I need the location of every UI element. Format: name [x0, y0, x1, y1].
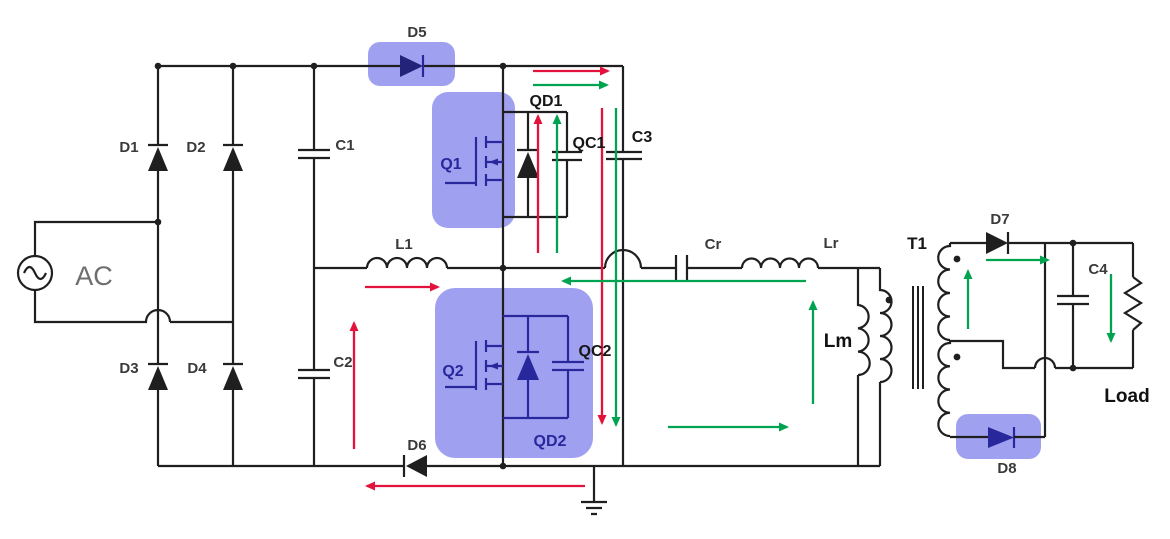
label-d1: D1: [119, 139, 138, 156]
label-d3: D3: [119, 360, 138, 377]
body-diode-qd2: [517, 316, 539, 418]
bridge-rectifier: [148, 66, 243, 466]
secondary-winding-top: [937, 241, 986, 342]
labels: AC D1 D2 D3 D4 C1 C2 L1 D5 D6 QD1 Q1 QC1…: [75, 24, 1149, 477]
label-d8: D8: [997, 460, 1016, 477]
diode-d7: [986, 232, 1133, 254]
label-qc1: QC1: [573, 135, 606, 152]
mosfet-q2: [445, 340, 503, 390]
ac-bottom-wire-with-hop: [33, 290, 233, 324]
secondary-winding-bottom: [937, 340, 988, 439]
label-d4: D4: [187, 360, 207, 377]
red-current-arrows: [349, 66, 610, 491]
junction-dots: [154, 62, 1077, 470]
diode-d5: [400, 55, 425, 77]
ground-symbol: [581, 466, 607, 516]
mosfet-q1: [445, 136, 503, 186]
label-d7: D7: [990, 211, 1009, 228]
diode-d3: [148, 362, 168, 390]
center-tap-return: [950, 339, 1133, 370]
label-ac: AC: [75, 261, 113, 291]
label-c2: C2: [333, 354, 352, 371]
label-q1: Q1: [440, 156, 461, 173]
label-qc2: QC2: [579, 343, 612, 360]
primary-polarity-dot: [885, 296, 893, 304]
label-c1: C1: [335, 137, 354, 154]
capacitor-cr: [674, 255, 742, 281]
primary-winding: [878, 268, 893, 466]
label-lm: Lm: [824, 331, 853, 352]
label-d5: D5: [407, 24, 426, 41]
capacitor-c2: [298, 268, 330, 466]
ac-source: [16, 220, 233, 324]
label-d2: D2: [186, 139, 205, 156]
highlight-q2: [435, 288, 593, 458]
sine-wave-icon: [23, 265, 47, 281]
label-qd1: QD1: [530, 93, 563, 110]
secondary-top-polarity-dot: [953, 255, 961, 263]
mid-rail-with-hop: [314, 248, 676, 270]
label-qd2: QD2: [534, 433, 567, 450]
label-cr: Cr: [705, 236, 722, 253]
ac-top-wire: [33, 220, 158, 256]
capacitor-qc2: [552, 316, 584, 418]
label-c4: C4: [1088, 261, 1108, 278]
rails: [158, 64, 880, 468]
load-resistor: [1122, 243, 1144, 368]
label-d6: D6: [407, 437, 426, 454]
label-c3: C3: [632, 129, 653, 146]
label-q2: Q2: [442, 363, 463, 380]
green-current-arrows: [533, 80, 1116, 432]
diode-d2: [223, 143, 243, 171]
diode-d8: [988, 427, 1045, 448]
label-lr: Lr: [824, 235, 839, 252]
capacitor-qc1: [552, 112, 582, 217]
q1-switch-block: [445, 66, 582, 268]
highlight-q1: [432, 92, 515, 228]
transformer-t1: [856, 241, 1133, 466]
diode-d6: [402, 455, 427, 477]
inductor-lr: [740, 257, 880, 270]
diode-d1: [148, 143, 168, 171]
q2-switch-block: [445, 268, 584, 466]
secondary-bottom-polarity-dot: [953, 353, 961, 361]
diode-d4: [223, 362, 243, 390]
qd2-block-wires: [503, 314, 568, 420]
transformer-core: [912, 286, 924, 389]
label-t1: T1: [907, 234, 927, 253]
inductor-l1: [365, 256, 449, 269]
body-diode-qd1: [517, 112, 539, 217]
label-l1: L1: [395, 236, 413, 253]
capacitor-c4: [1057, 243, 1089, 368]
capacitor-c3: [606, 66, 642, 466]
capacitor-c1: [298, 66, 330, 268]
label-load: Load: [1104, 386, 1149, 407]
inductor-lm: [856, 268, 871, 466]
